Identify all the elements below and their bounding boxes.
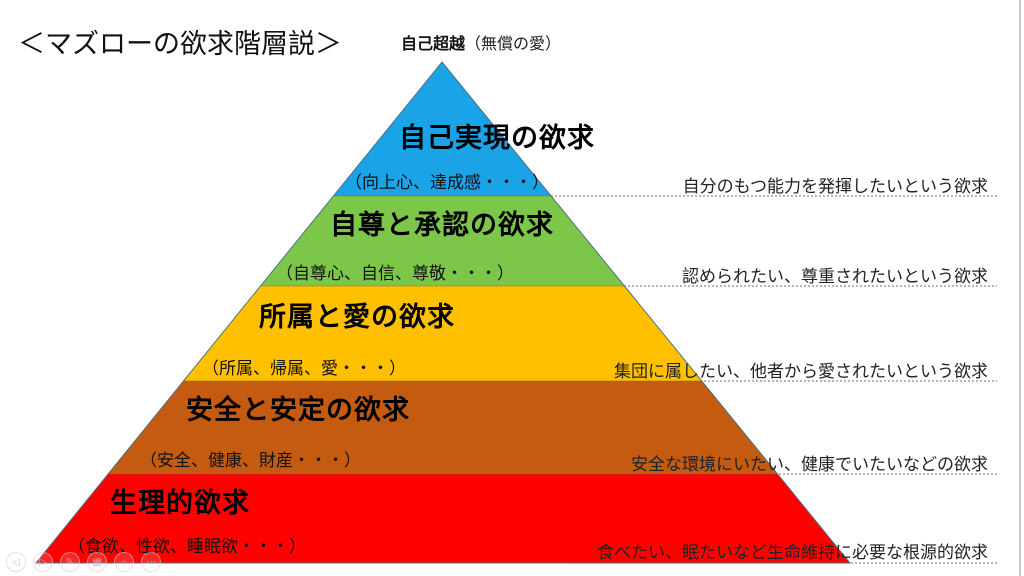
level-2-examples: （自尊心、自信、尊敬・・・）: [276, 264, 514, 284]
level-2-band: [260, 196, 625, 286]
level-4-title: 安全と安定の欲求: [186, 395, 410, 426]
zoom-icon[interactable]: ⌕: [114, 552, 134, 572]
level-1-title: 自己実現の欲求: [399, 123, 595, 154]
level-3-band: [183, 286, 702, 381]
next-icon[interactable]: ▷: [33, 552, 53, 572]
level-3-title: 所属と愛の欲求: [259, 302, 455, 333]
self-transcendence-label: 自己超越: [401, 34, 466, 53]
level-2-title: 自尊と承認の欲求: [330, 210, 554, 241]
level-1-examples: （向上心、達成感・・・）: [345, 173, 549, 193]
level-5-title: 生理的欲求: [110, 488, 250, 519]
slides-icon[interactable]: ▦: [87, 552, 107, 572]
slide-border: [1019, 0, 1021, 576]
level-4-band: [108, 381, 778, 474]
level-1-description: 自分のもつ能力を発揮したいという欲求: [682, 177, 988, 197]
level-3-description: 集団に属したい、他者から愛されたいという欲求: [614, 362, 988, 382]
level-3-examples: （所属、帰属、愛・・・）: [202, 359, 406, 379]
level-4-description: 安全な環境にいたい、健康でいたいなどの欲求: [631, 455, 988, 475]
page-title: ＜マズローの欲求階層説＞: [18, 29, 342, 60]
pen-icon[interactable]: ✎: [60, 552, 80, 572]
previous-icon[interactable]: ◁: [6, 552, 26, 572]
more-icon[interactable]: ⋯: [141, 552, 161, 572]
self-transcendence-note: （無償の愛）: [465, 34, 562, 53]
level-4-examples: （安全、健康、財産・・・）: [140, 451, 361, 471]
apex-label: 自己超越（無償の愛）: [401, 30, 561, 54]
level-5-description: 食べたい、眠たいなど生命維持に必要な根源的欲求: [597, 543, 988, 563]
pyramid-outline: [34, 61, 852, 564]
level-2-description: 認められたい、尊重されたいという欲求: [682, 267, 988, 287]
level-5-band: [36, 474, 850, 563]
level-1-band: [333, 62, 552, 196]
slideshow-controls: ◁ ▷ ✎ ▦ ⌕ ⋯: [6, 552, 161, 572]
